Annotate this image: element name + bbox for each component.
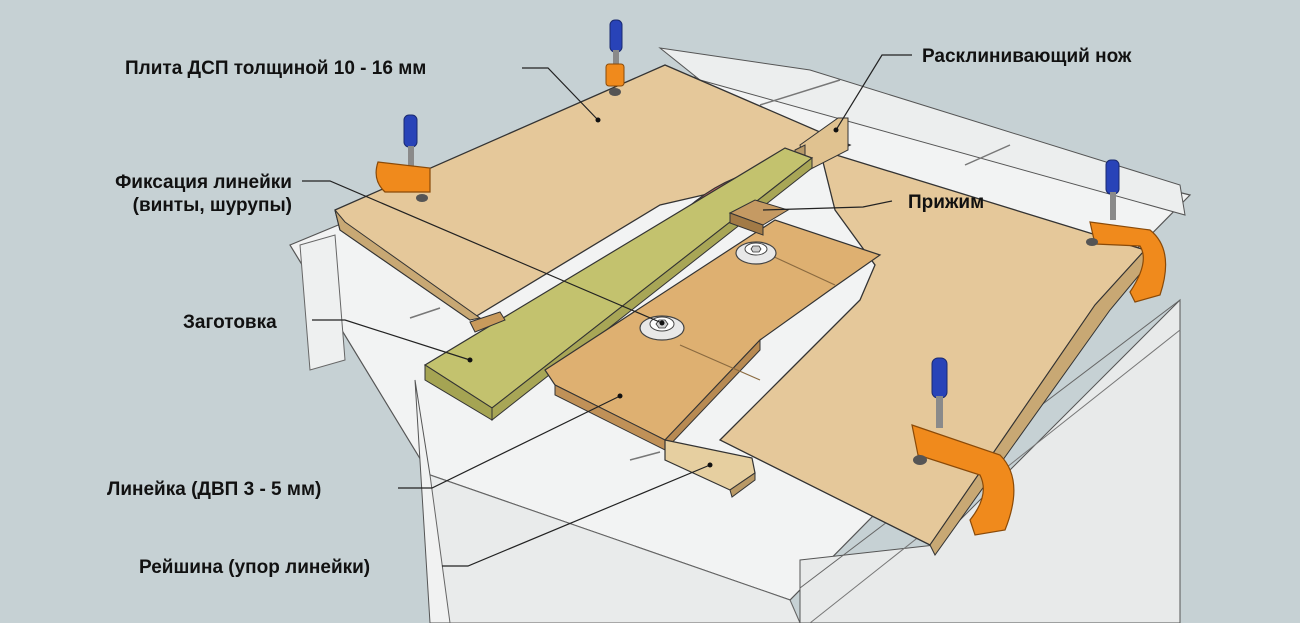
leader-rail xyxy=(442,464,711,567)
label-workpiece: Заготовка xyxy=(183,312,277,333)
leader-riving-knife xyxy=(835,54,912,131)
screw-1 xyxy=(639,315,685,341)
clamp-back xyxy=(605,19,625,96)
label-rail: Рейшина (упор линейки) xyxy=(139,557,371,578)
clamp-right xyxy=(1086,159,1167,303)
workpiece xyxy=(544,219,882,452)
clamp-left xyxy=(375,114,431,202)
leader-clamp xyxy=(762,200,893,211)
leader-chipboard xyxy=(522,67,599,121)
label-clamp: Прижим xyxy=(908,192,985,213)
label-chipboard: Плита ДСП толщиной 10 - 16 мм xyxy=(125,58,427,79)
ruler-stop-left xyxy=(469,311,506,333)
label-riving-knife: Расклинивающий нож xyxy=(922,46,1132,67)
leader-ruler-fix xyxy=(302,180,663,324)
screw-2 xyxy=(735,241,777,265)
clamp-front xyxy=(911,357,1015,536)
leader-lines xyxy=(302,54,912,567)
hold-down-block xyxy=(728,199,790,236)
label-ruler: Линейка (ДВП 3 - 5 мм) xyxy=(107,479,322,500)
leader-ruler xyxy=(398,395,621,489)
leader-dots xyxy=(467,117,839,468)
label-ruler-fixation-line1: Фиксация линейки xyxy=(115,172,292,193)
leader-workpiece xyxy=(312,319,471,361)
label-ruler-fixation: Фиксация линейки (винты, шурупы) xyxy=(60,171,292,217)
label-ruler-fixation-line2: (винты, шурупы) xyxy=(132,195,292,216)
